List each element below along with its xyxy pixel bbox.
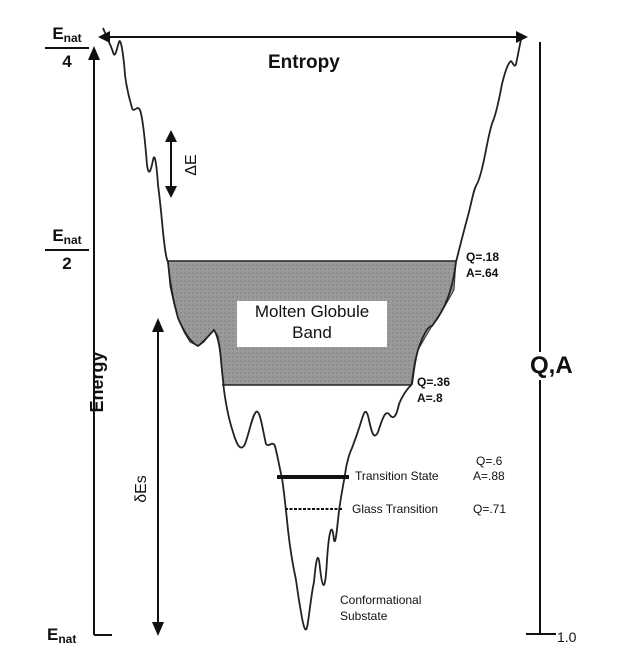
- qa-axis-end-label: 1.0: [557, 629, 577, 645]
- molten-globule-label-line2: Band: [292, 323, 332, 342]
- band-top-q: Q=.18: [466, 250, 500, 264]
- delta-e-arrow-top-head: [165, 130, 177, 142]
- energy-level-half: Enat 2: [45, 226, 89, 274]
- molten-globule-label-line1: Molten Globule: [254, 302, 370, 321]
- funnel-outline: [102, 27, 523, 631]
- molten-globule-label: Molten Globule Band: [237, 301, 387, 347]
- qa-axis-label: Q,A: [530, 352, 573, 380]
- conformational-substate-line2: Substate: [340, 609, 388, 623]
- energy-level-quarter: Enat 4: [45, 24, 89, 72]
- conformational-substate-line1: Conformational: [340, 593, 422, 607]
- entropy-arrow-right-head: [516, 31, 528, 43]
- energy-level-half-denominator: 2: [62, 254, 72, 273]
- glass-transition-q: Q=.71: [473, 502, 507, 516]
- band-top-a: A=.64: [466, 266, 499, 280]
- energy-level-quarter-numerator: Enat: [45, 24, 89, 49]
- entropy-label: Entropy: [268, 52, 340, 73]
- energy-level-quarter-denominator: 4: [62, 52, 72, 71]
- band-bottom-q: Q=.36: [417, 375, 451, 389]
- transition-state-label: Transition State: [355, 469, 439, 483]
- glass-transition-label: Glass Transition: [352, 502, 439, 516]
- energy-level-half-numerator: Enat: [45, 226, 89, 251]
- delta-e-label: ΔE: [183, 154, 200, 176]
- delta-es-arrow-top-head: [152, 318, 164, 332]
- transition-state-q: Q=.6: [476, 454, 503, 468]
- energy-axis-arrow-head: [88, 46, 100, 60]
- delta-es-arrow-bottom-head: [152, 622, 164, 636]
- energy-level-native: Enat: [47, 625, 77, 646]
- band-bottom-a: A=.8: [417, 391, 443, 405]
- delta-e-arrow-bottom-head: [165, 186, 177, 198]
- delta-es-label: δEs: [133, 475, 150, 503]
- transition-state-a: A=.88: [473, 469, 505, 483]
- energy-axis-label: Energy: [87, 351, 107, 413]
- entropy-arrow-left-head: [98, 31, 110, 43]
